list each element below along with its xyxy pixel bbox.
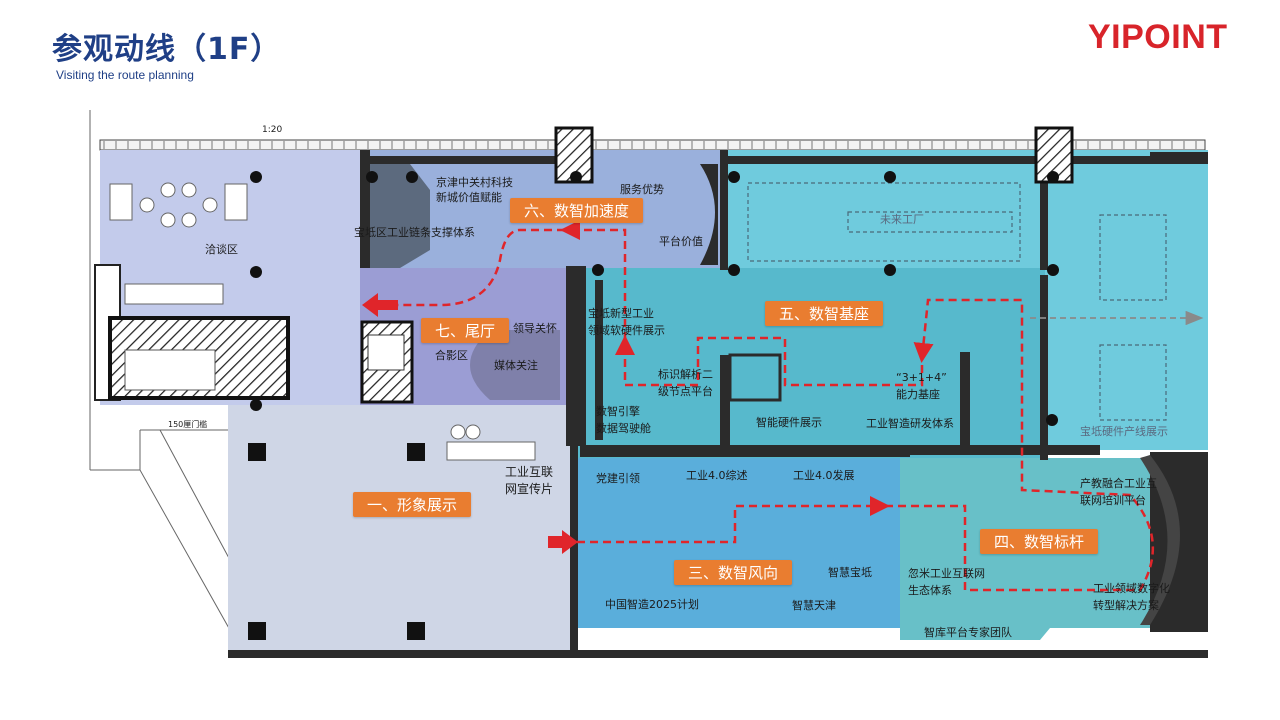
route-zone5	[615, 335, 924, 387]
pillar	[1047, 264, 1059, 276]
china2025-label: 中国智造2025计划	[605, 598, 699, 611]
pillar	[1046, 414, 1058, 426]
future-factory-zone	[720, 150, 1050, 280]
pillar	[250, 399, 262, 411]
humi-label-2: 生态体系	[908, 584, 952, 597]
solution-label-1: 工业领域数字化	[1093, 582, 1170, 595]
training-label-2: 联网培训平台	[1080, 494, 1146, 507]
expert-team-label: 智库平台专家团队	[924, 626, 1012, 639]
future-factory-label: 未来工厂	[880, 213, 924, 226]
route-exit	[385, 228, 565, 307]
zone-label-3: 三、数智风向	[674, 560, 793, 585]
media-label: 媒体关注	[494, 359, 538, 372]
exit-arrow	[362, 293, 398, 317]
solution-label-2: 转型解决方案	[1093, 599, 1159, 612]
square-pillar	[407, 443, 425, 461]
pillar	[728, 171, 740, 183]
brand-logo: YIPOINT	[1088, 18, 1228, 56]
page-title: 参观动线（1F）	[52, 32, 282, 67]
furniture	[109, 182, 536, 461]
pillar	[366, 171, 378, 183]
leaders-label: 领导关怀	[513, 322, 557, 335]
route-main	[577, 496, 890, 544]
zone6-right-curve	[700, 164, 718, 265]
pillar	[250, 266, 262, 278]
stair-label: 150厘门槛	[168, 420, 208, 429]
entry-arrow	[548, 530, 578, 554]
pillar	[406, 171, 418, 183]
software-label-2: 领域软硬件展示	[588, 324, 665, 337]
zone-label-7: 七、尾厅	[421, 318, 510, 343]
group-photo-label: 合影区	[435, 349, 468, 362]
pillar	[592, 264, 604, 276]
industry40-summary-label: 工业4.0综述	[686, 469, 748, 482]
humi-label-1: 忽米工业互联网	[908, 567, 985, 580]
route-zone4	[885, 298, 1155, 592]
id-node-label-1: 标识解析二	[658, 368, 713, 381]
industry-line-label: 宝坻硬件产线展示	[1080, 425, 1168, 438]
zone-label-6: 六、数智加速度	[510, 198, 644, 223]
base-label-1: “3+1+4”	[896, 371, 947, 384]
zone7-curve	[470, 330, 560, 400]
zone-label-4: 四、数智标杆	[980, 529, 1099, 554]
base-label-2: 能力基座	[896, 388, 940, 401]
scale-mark: 1:20	[262, 125, 283, 135]
jingjin-label-2: 新城价值赋能	[436, 191, 502, 204]
industry40-dev-label: 工业4.0发展	[793, 469, 855, 482]
id-node-label-2: 级节点平台	[658, 385, 713, 398]
engine-label-2: 数据驾驶舱	[596, 422, 651, 435]
zone6-left-wall	[370, 164, 430, 268]
zone5-left-wall	[595, 280, 603, 440]
promo-label-1: 工业互联	[505, 465, 554, 479]
engine-label-1: 数智引擎	[596, 405, 640, 418]
square-pillar	[407, 622, 425, 640]
zone-label-1: 一、形象展示	[353, 492, 472, 517]
square-pillar	[248, 622, 266, 640]
page-subtitle: Visiting the route planning	[56, 68, 194, 82]
square-pillar	[248, 443, 266, 461]
pillar	[728, 264, 740, 276]
platform-value-label: 平台价值	[659, 235, 703, 248]
promo-label-2: 网宣传片	[505, 482, 554, 496]
jingjin-label-1: 京津中关村科技	[436, 176, 513, 189]
rd-system-label: 工业智造研发体系	[866, 417, 954, 430]
pillar	[250, 171, 262, 183]
zone4-curve-wall	[1140, 455, 1180, 625]
pillar	[884, 171, 896, 183]
service-label: 服务优势	[620, 183, 664, 196]
chain-system-label: 宝坻区工业链条支撑体系	[354, 226, 475, 239]
software-label-1: 宝坻新型工业	[588, 307, 654, 320]
training-label-1: 产教融合工业互	[1080, 477, 1157, 490]
party-label: 党建引领	[596, 472, 640, 485]
hardware-label: 智能硬件展示	[756, 416, 822, 429]
route-zone6	[560, 220, 627, 340]
pillar	[884, 264, 896, 276]
smart-baodi-label: 智慧宝坻	[828, 566, 872, 579]
pillar	[1047, 171, 1059, 183]
negotiation-label: 洽谈区	[205, 243, 238, 256]
zone-label-5: 五、数智基座	[765, 301, 884, 326]
pillar	[570, 171, 582, 183]
smart-tianjin-label: 智慧天津	[792, 599, 836, 612]
